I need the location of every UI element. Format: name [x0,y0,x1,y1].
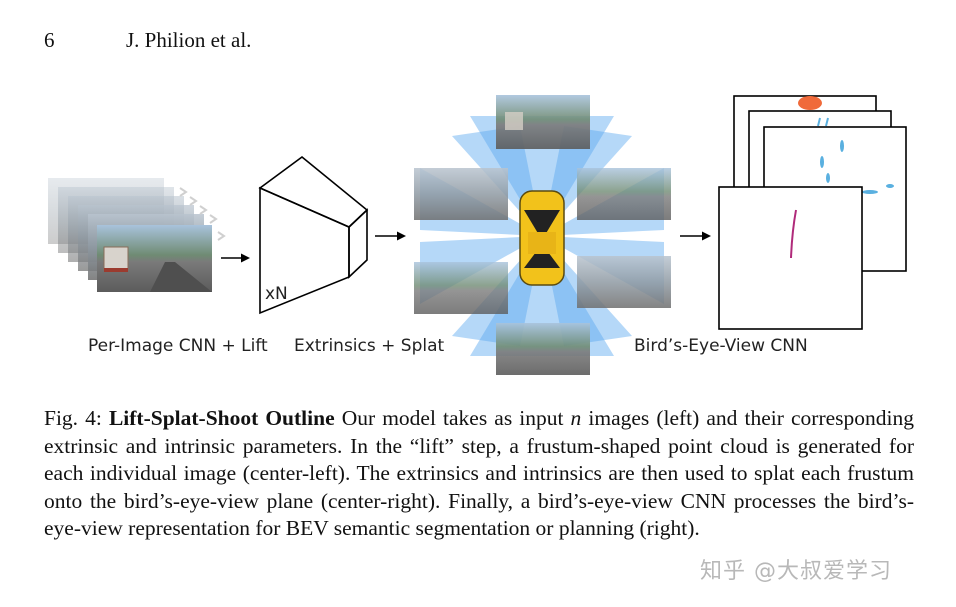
cam-back-right [577,256,671,308]
arrow-splat [375,231,406,241]
caption-title: Lift-Splat-Shoot Outline [108,406,335,430]
caption-variable-n: n [570,406,582,430]
cam-front-left [414,168,508,220]
splat-view [414,95,671,375]
caption-fig-number: Fig. 4: [44,406,102,430]
ego-car-icon [519,190,565,286]
input-image-stack [48,178,226,292]
label-bev-cnn: Bird’s-Eye-View CNN [634,336,808,356]
caption-text-1: Our model takes as input [334,406,571,430]
cam-back-left [414,262,508,314]
arrow-bev [680,231,711,241]
frustum-shape [258,155,369,315]
arrow-lift [221,253,250,263]
label-extrinsics-splat: Extrinsics + Splat [294,336,445,356]
cam-front-right [577,168,671,220]
bev-front-map [718,186,863,330]
cam-back [496,323,590,375]
bev-output-stack [718,95,907,330]
page-header: 6 J. Philion et al. [44,28,251,53]
frustum-count-label: xN [265,284,288,304]
watermark: 知乎 @大叔爱学习 [700,559,892,584]
figure-caption: Fig. 4: Lift-Splat-Shoot Outline Our mod… [44,405,914,543]
page-number: 6 [44,28,55,52]
lss-figure: xN [48,95,907,375]
running-authors: J. Philion et al. [126,28,252,52]
caption-text-2: images (left) and their corresponding ex… [44,406,914,540]
label-per-image-cnn: Per-Image CNN + Lift [88,336,268,356]
